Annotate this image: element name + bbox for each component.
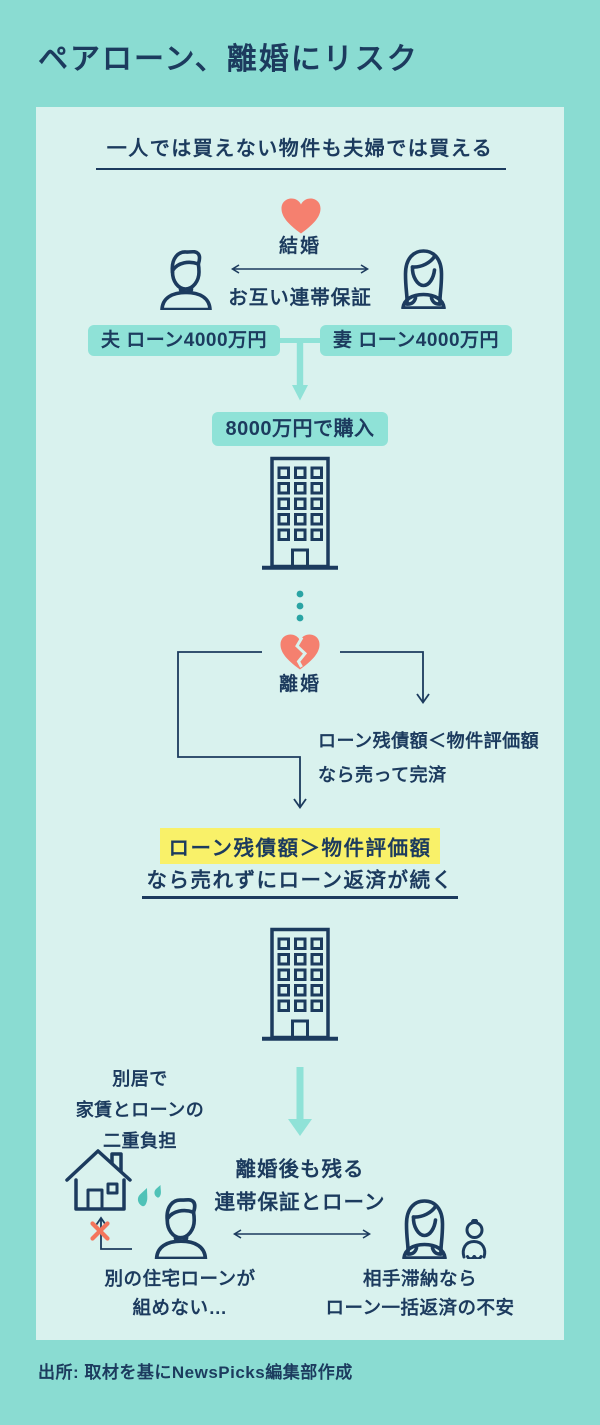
- water-drops-icon: [136, 1185, 164, 1207]
- source-credit: 出所: 取材を基にNewsPicks編集部作成: [38, 1363, 353, 1382]
- headline-underline: [96, 168, 506, 170]
- wife-loan-box: 妻 ローン4000万円: [320, 325, 512, 356]
- divorce-label: 離婚: [278, 674, 321, 695]
- building-icon: [262, 926, 338, 1041]
- down-arrow-icon: [288, 1067, 312, 1137]
- wife-icon: [395, 246, 452, 309]
- separation-note-line1: 別居で: [112, 1069, 168, 1089]
- house-icon: [65, 1147, 133, 1211]
- ellipsis-dots-icon: [296, 590, 304, 622]
- separation-note-line2: 家賃とローンの: [75, 1100, 205, 1120]
- mutual-guarantee-label: お互い連帯保証: [228, 287, 372, 309]
- card-headline: 一人では買えない物件も夫婦では買える: [106, 138, 494, 160]
- stuck-case-highlight-row: ローン残債額＞物件評価額: [36, 828, 564, 864]
- building-icon: [262, 455, 338, 570]
- husband-note-line1: 別の住宅ローンが: [104, 1268, 256, 1289]
- branch-connector-lines: [168, 645, 432, 817]
- wife-note: 相手滞納なら ローン一括返済の不安: [284, 1264, 556, 1322]
- husband-icon: [158, 248, 214, 310]
- sell-case-line2: なら売って完済: [318, 765, 447, 785]
- wife-note-line2: ローン一括返済の不安: [325, 1297, 515, 1318]
- sell-case-line1: ローン残債額＜物件評価額: [318, 731, 540, 751]
- broken-heart-icon: [279, 633, 321, 671]
- marriage-label: 結婚: [278, 236, 321, 257]
- husband-loan-box: 夫 ローン4000万円: [88, 325, 280, 356]
- cross-mark-icon: [90, 1221, 110, 1241]
- husband-icon: [152, 1196, 210, 1259]
- left-right-arrow-icon: [228, 264, 372, 274]
- wife-note-line1: 相手滞納なら: [362, 1268, 477, 1289]
- left-right-arrow-icon: [230, 1229, 374, 1239]
- stuck-case-line2: なら売れずにローン返済が続く: [146, 869, 454, 892]
- husband-note-line2: 組めない…: [132, 1297, 228, 1318]
- infographic-card: 一人では買えない物件も夫婦では買える 結婚: [36, 107, 564, 1340]
- husband-note: 別の住宅ローンが 組めない…: [80, 1264, 280, 1322]
- stuck-case-underline: [142, 896, 458, 899]
- down-arrow-icon: [292, 340, 308, 401]
- baby-icon: [458, 1219, 490, 1259]
- page-title: ペアローン、離婚にリスク: [38, 43, 419, 76]
- purchase-box: 8000万円で購入: [212, 412, 388, 446]
- remaining-line1: 離婚後も残る: [235, 1158, 365, 1181]
- wife-icon: [396, 1196, 453, 1259]
- separation-note: 別居で 家賃とローンの 二重負担: [60, 1064, 220, 1157]
- stuck-case-highlight: ローン残債額＞物件評価額: [159, 828, 441, 864]
- remaining-line2: 連帯保証とローン: [214, 1191, 386, 1214]
- heart-icon: [280, 197, 322, 235]
- separation-note-line3: 二重負担: [103, 1131, 177, 1151]
